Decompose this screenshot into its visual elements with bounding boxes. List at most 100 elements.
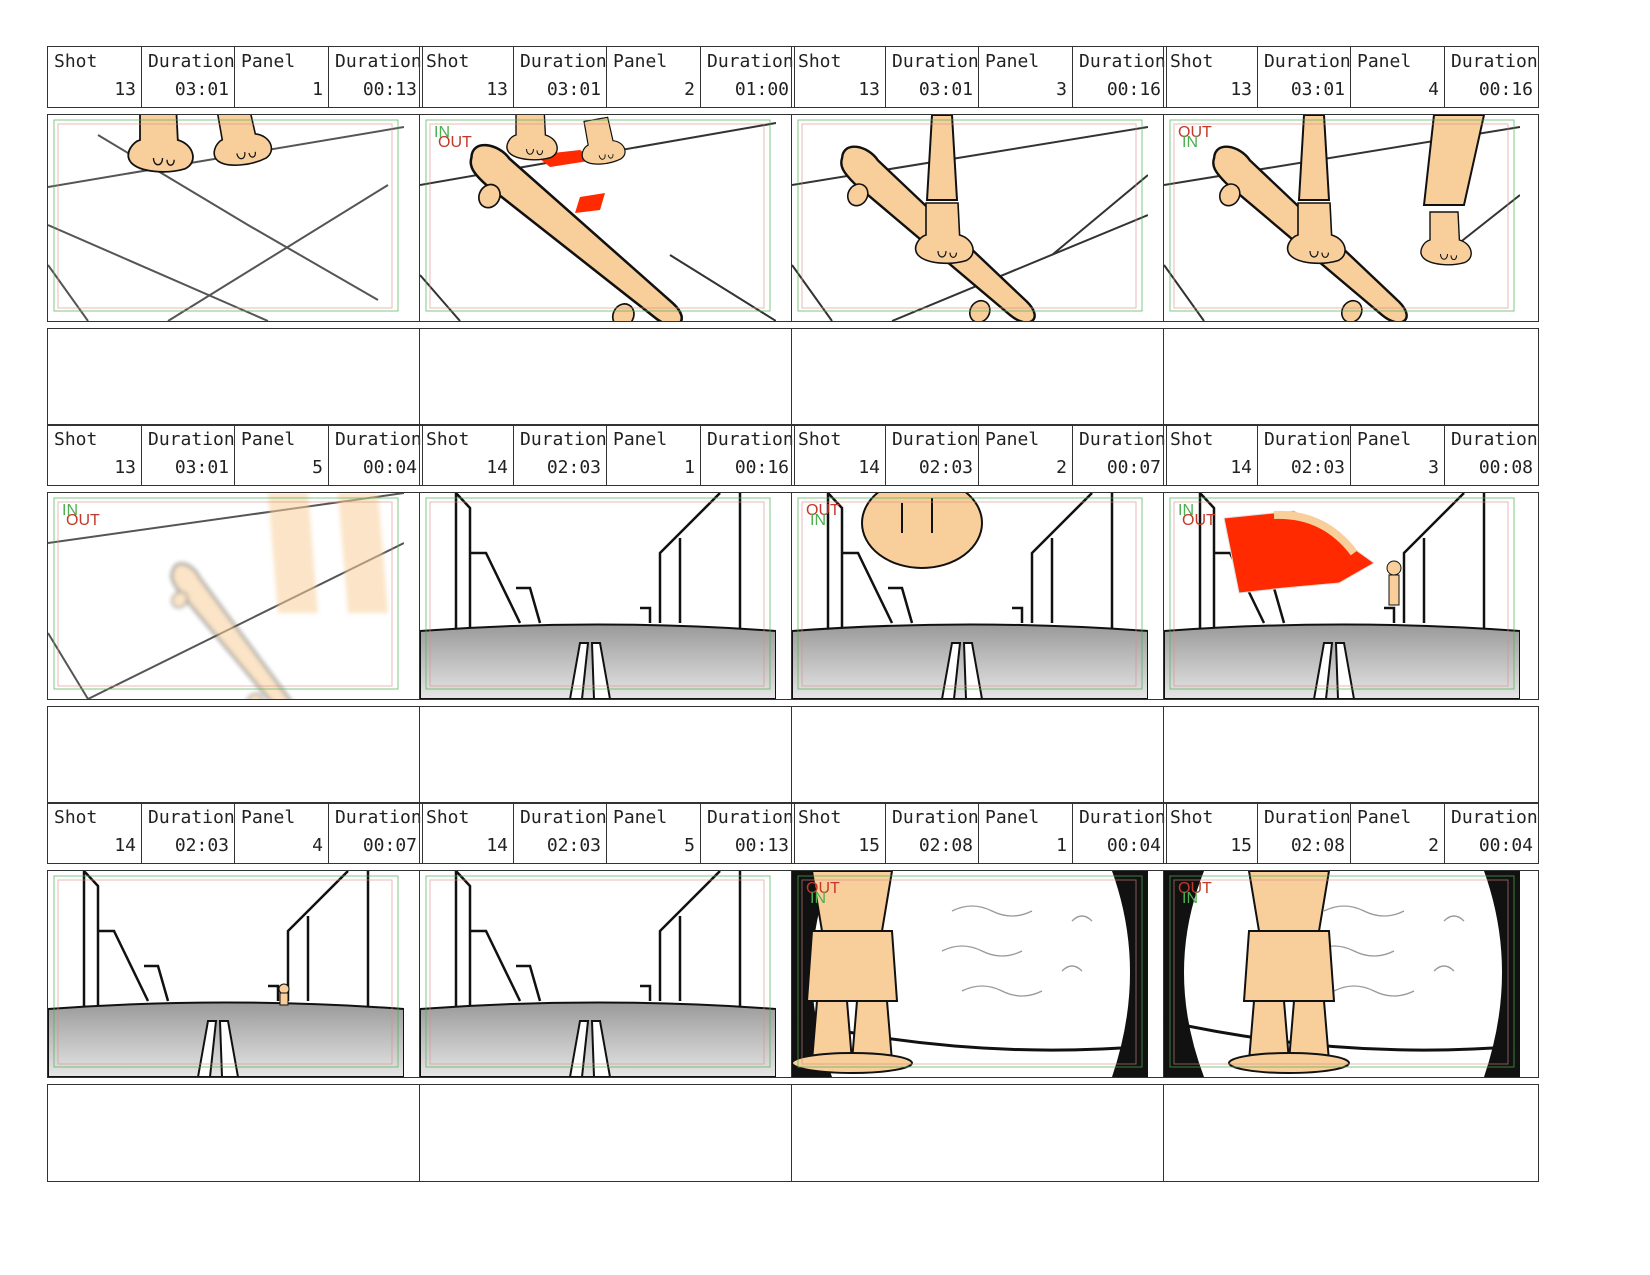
shot-duration-value: 02:08 (1290, 835, 1345, 856)
safe-frame-guide (425, 497, 771, 690)
shot-cell: Shot 14 (420, 803, 514, 863)
marker-out: OUT (1178, 880, 1212, 897)
shot-cell: Shot 14 (420, 425, 514, 485)
panel-notes-box[interactable] (419, 706, 795, 804)
shot-cell: Shot 15 (792, 803, 886, 863)
panel-notes-box[interactable] (1163, 706, 1539, 804)
panel-duration-cell: Duration 00:08 (1445, 425, 1538, 485)
street-background (420, 871, 776, 1077)
action-frame-guide (57, 501, 393, 687)
panel-notes-box[interactable] (47, 1084, 423, 1182)
action-frame-guide (801, 501, 1137, 687)
safe-frame-guide (425, 875, 771, 1068)
shot-duration-cell: Duration 03:01 (142, 425, 235, 485)
panel-label: Panel (1357, 807, 1412, 828)
panel-duration-value: 00:16 (1106, 79, 1161, 100)
action-frame-guide (429, 879, 765, 1065)
panel-label: Panel (1357, 51, 1412, 72)
panel-header: Shot 14 Duration 02:03 Panel 4 Duration … (47, 802, 423, 864)
panel-header: Shot 14 Duration 02:03 Panel 1 Duration … (419, 424, 795, 486)
shot-duration-value: 02:03 (546, 835, 601, 856)
foot-drawing (127, 115, 194, 173)
panel-header: Shot 15 Duration 02:08 Panel 1 Duration … (791, 802, 1167, 864)
panel-notes-box[interactable] (791, 328, 1167, 426)
street-background (420, 493, 776, 699)
panel-duration-cell: Duration 00:13 (701, 803, 794, 863)
panel-duration-value: 00:04 (362, 457, 417, 478)
panel-cell: Panel 4 (235, 803, 329, 863)
panel-notes-box[interactable] (47, 328, 423, 426)
panel-duration-cell: Duration 00:07 (329, 803, 422, 863)
panel-duration-label: Duration (707, 429, 794, 450)
safe-frame-guide (1169, 119, 1515, 312)
panel-notes-box[interactable] (1163, 328, 1539, 426)
panel-header: Shot 13 Duration 03:01 Panel 3 Duration … (791, 46, 1167, 108)
panel-number: 2 (684, 79, 695, 100)
shot-cell: Shot 13 (420, 47, 514, 107)
shot-number: 13 (486, 79, 508, 100)
panel-duration-cell: Duration 00:13 (329, 47, 422, 107)
panel-duration-label: Duration (1079, 807, 1166, 828)
safe-frame-guide (797, 497, 1143, 690)
shot-cell: Shot 14 (792, 425, 886, 485)
panel-drawing (792, 115, 1148, 321)
marker-in: IN (62, 502, 78, 519)
marker-in: IN (810, 890, 826, 907)
panel-duration-value: 00:16 (734, 457, 789, 478)
shot-cell: Shot 13 (48, 47, 142, 107)
panel-notes-box[interactable] (419, 1084, 795, 1182)
panel-cell: Panel 3 (979, 47, 1073, 107)
panel-duration-cell: Duration 01:00 (701, 47, 794, 107)
panel-notes-box[interactable] (47, 706, 423, 804)
street-background (1164, 493, 1520, 699)
shot-duration-value: 03:01 (918, 79, 973, 100)
panel-number: 2 (1428, 835, 1439, 856)
marker-in: IN (434, 124, 450, 141)
shot-duration-cell: Duration 03:01 (142, 47, 235, 107)
panel-notes-box[interactable] (791, 706, 1167, 804)
panel-notes-box[interactable] (791, 1084, 1167, 1182)
panel-cell: Panel 5 (607, 803, 701, 863)
panel-number: 4 (1428, 79, 1439, 100)
safe-frame-guide (797, 875, 1143, 1068)
panel-duration-cell: Duration 00:16 (1073, 47, 1166, 107)
marker-out: OUT (1182, 512, 1216, 529)
shot-duration-label: Duration (520, 807, 607, 828)
marker-in: IN (810, 512, 826, 529)
action-frame-guide (57, 123, 393, 309)
panel-notes-box[interactable] (1163, 1084, 1539, 1182)
character-drawing (1228, 871, 1350, 1074)
shot-label: Shot (798, 51, 842, 72)
panel-duration-value: 00:13 (362, 79, 417, 100)
panel-cell: Panel 2 (979, 425, 1073, 485)
panel-header: Shot 14 Duration 02:03 Panel 5 Duration … (419, 802, 795, 864)
shot-label: Shot (426, 51, 470, 72)
panel-label: Panel (985, 429, 1040, 450)
panel-notes-box[interactable] (419, 328, 795, 426)
panel-number: 4 (312, 835, 323, 856)
shot-duration-cell: Duration 02:03 (514, 803, 607, 863)
marker-out: OUT (806, 502, 840, 519)
panel-cell: Panel 1 (235, 47, 329, 107)
panel-duration-label: Duration (1451, 51, 1538, 72)
panel-header: Shot 13 Duration 03:01 Panel 5 Duration … (47, 424, 423, 486)
shot-duration-label: Duration (148, 807, 235, 828)
action-frame-guide (429, 123, 765, 309)
panel-header: Shot 14 Duration 02:03 Panel 2 Duration … (791, 424, 1167, 486)
panel-duration-cell: Duration 00:04 (1073, 803, 1166, 863)
marker-out: OUT (66, 512, 100, 529)
safe-frame-guide (1169, 875, 1515, 1068)
shot-label: Shot (426, 429, 470, 450)
panel-duration-value: 01:00 (734, 79, 789, 100)
panel-label: Panel (613, 807, 668, 828)
shot-duration-value: 02:03 (918, 457, 973, 478)
shot-label: Shot (54, 51, 98, 72)
foot-drawing (213, 115, 273, 166)
shot-duration-value: 03:01 (174, 79, 229, 100)
panel-duration-value: 00:16 (1478, 79, 1533, 100)
panel-duration-cell: Duration 00:04 (1445, 803, 1538, 863)
